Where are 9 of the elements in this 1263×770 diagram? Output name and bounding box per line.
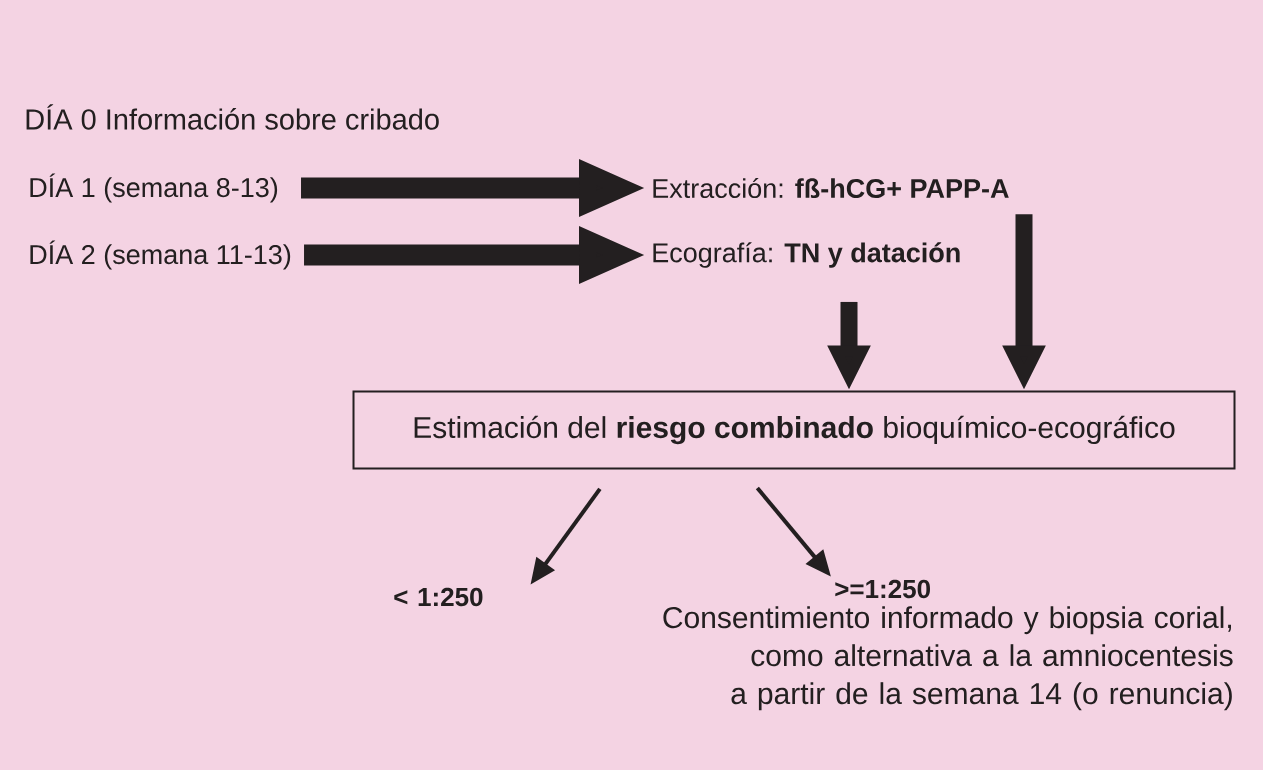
process-box: Estimación del riesgo combinado bioquímico-ecográfico (352, 390, 1236, 470)
heading-text: DÍA 0 Información sobre cribado (26, 104, 439, 130)
step-text: DÍA 1 (semana 8-13) (30, 173, 278, 203)
step-text: DÍA 2 (semana 11-13) (30, 240, 291, 270)
step-text: Ecografía: TN y datación (653, 242, 960, 268)
note-text: Consentimiento informado y biopsia corial, como alternativa a la amniocentesis a partir de la semana 14 (o renuncia) (663, 606, 1233, 711)
step-text: Extracción: fß-hCG+ PAPP-A (653, 177, 1009, 199)
ratio-text: >=1:250 (835, 579, 930, 599)
ratio-text: < 1:250 (394, 587, 483, 607)
